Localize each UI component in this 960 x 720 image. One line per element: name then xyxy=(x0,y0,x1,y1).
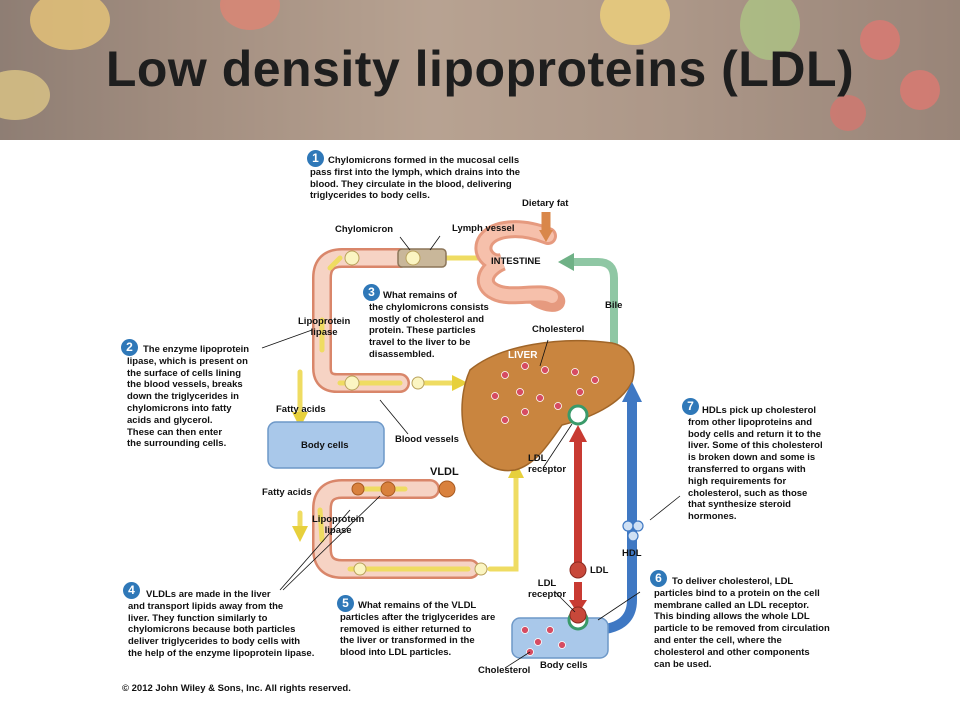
ldl-receptor-liver xyxy=(567,404,589,426)
intestine-inner xyxy=(477,223,558,303)
banner-vegetable xyxy=(860,20,900,60)
step-2-text: The enzyme lipoprotein lipase, which is … xyxy=(127,344,250,450)
banner-vegetable xyxy=(900,70,940,110)
copyright-notice: © 2012 John Wiley & Sons, Inc. All right… xyxy=(122,683,351,694)
dietary-fat-arrowhead xyxy=(539,230,553,242)
banner-vegetable xyxy=(740,0,800,60)
body-cells-upper xyxy=(267,421,385,469)
step-1-text: Chylomicrons formed in the mucosal cells… xyxy=(310,155,521,202)
step-6-text: To deliver cholesterol, LDL particles bi… xyxy=(654,576,830,670)
label-lipoprotein-lipase-lower: Lipoprotein lipase xyxy=(312,514,365,536)
bile-arrowhead xyxy=(558,253,574,271)
label-body-cells-upper: Body cells xyxy=(301,440,349,451)
label-fatty-acids-upper: Fatty acids xyxy=(276,404,326,415)
label-fatty-acids-lower: Fatty acids xyxy=(262,487,312,498)
banner-vegetable xyxy=(830,95,866,131)
ldl-arrowhead-up xyxy=(569,425,587,442)
label-ldl-receptor-cell: LDL receptor xyxy=(528,578,567,600)
liver-cholesterol-dots xyxy=(491,362,599,424)
chylomicron-remnant-particles xyxy=(353,376,488,576)
step-4-text: VLDLs are made in the liver and transpor… xyxy=(128,589,315,659)
label-vldl: VLDL xyxy=(430,466,459,478)
bile-arrow xyxy=(572,258,618,345)
label-dietary-fat: Dietary fat xyxy=(522,198,569,209)
label-ldl-receptor-liver: LDL receptor xyxy=(528,453,567,475)
label-blood-vessels: Blood vessels xyxy=(395,434,459,445)
page-title: Low density lipoproteins (LDL) xyxy=(105,41,855,97)
step-4-badge: 4 xyxy=(123,582,140,599)
label-chylomicron: Chylomicron xyxy=(335,224,394,235)
label-lymph-vessel: Lymph vessel xyxy=(452,223,515,234)
step-7-text: HDLs pick up cholesterol from other lipo… xyxy=(688,405,823,523)
label-intestine: INTESTINE xyxy=(491,256,541,267)
hdl-arrow xyxy=(591,400,637,635)
label-cholesterol-cells: Cholesterol xyxy=(478,665,531,676)
label-bile: Bile xyxy=(605,300,623,311)
step-5-badge: 5 xyxy=(337,595,354,612)
step-5-text: What remains of the VLDL particles after… xyxy=(340,600,496,659)
leader-lines xyxy=(261,235,681,669)
vldl-particles xyxy=(351,480,456,498)
label-cholesterol-liver: Cholesterol xyxy=(532,324,585,335)
label-lipoprotein-lipase-upper: Lipoprotein lipase xyxy=(298,316,351,338)
label-liver: LIVER xyxy=(508,350,538,361)
label-body-cells-lower: Body cells xyxy=(540,660,588,671)
lymph-vessel xyxy=(397,248,447,268)
step-3-text: What remains of the chylomicrons consist… xyxy=(369,290,489,360)
label-ldl: LDL xyxy=(590,565,609,576)
step-2-badge: 2 xyxy=(121,339,138,356)
hdl-particles xyxy=(622,520,644,542)
label-hdl: HDL xyxy=(622,548,642,559)
step-3-badge: 3 xyxy=(363,284,380,301)
title-banner: Low density lipoproteins (LDL) xyxy=(0,0,960,140)
step-7-badge: 7 xyxy=(682,398,699,415)
banner-wash xyxy=(0,0,960,140)
step-1-badge: 1 xyxy=(307,150,324,167)
chylomicron-particles xyxy=(344,250,360,391)
banner-vegetable xyxy=(30,0,110,50)
chylomicron-particle xyxy=(405,250,421,266)
body-cells-cholesterol-dots xyxy=(521,626,566,656)
hdl-arrowhead xyxy=(622,382,642,402)
step-6-badge: 6 xyxy=(650,570,667,587)
